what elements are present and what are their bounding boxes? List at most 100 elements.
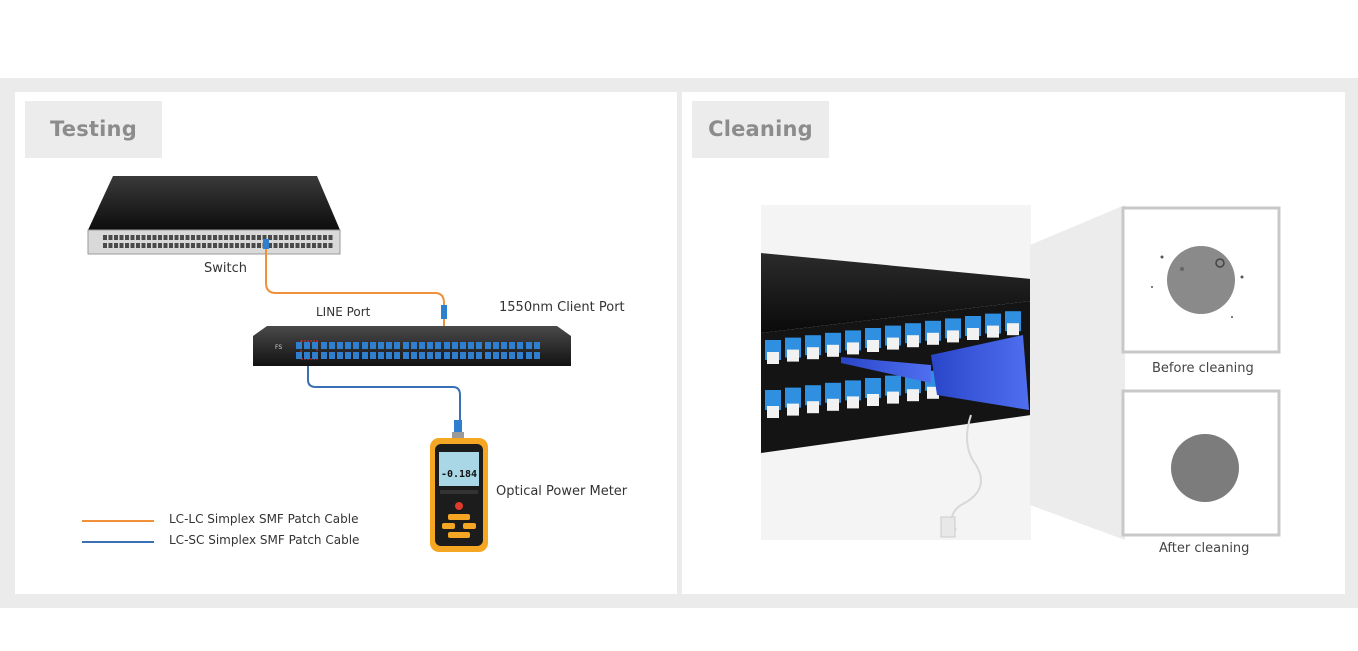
switch-port xyxy=(185,235,190,240)
switch-port xyxy=(328,243,333,248)
testing-title: Testing xyxy=(25,101,162,158)
switch-port xyxy=(174,243,179,248)
adapter-port xyxy=(785,387,801,408)
mux-port xyxy=(402,352,409,359)
switch-port xyxy=(114,235,118,240)
mux-port xyxy=(509,352,516,359)
switch-port xyxy=(246,235,250,240)
dust-cap xyxy=(787,403,799,416)
mux-port xyxy=(451,342,458,349)
switch-port xyxy=(196,243,201,248)
mux-port xyxy=(345,342,352,349)
switch-port xyxy=(229,243,234,248)
mux-port xyxy=(320,342,327,349)
patch-panel-cleaning-illustration xyxy=(761,205,1031,540)
switch-port xyxy=(317,235,322,240)
dust-cap xyxy=(867,340,879,352)
dust-cap xyxy=(807,401,819,414)
mux-port-row xyxy=(296,342,541,362)
switch-port xyxy=(213,235,217,240)
cleaning-title: Cleaning xyxy=(692,101,829,158)
before-cleaning-image xyxy=(1121,206,1281,354)
switch-port xyxy=(301,235,305,240)
switch-port xyxy=(130,235,135,240)
mux-port xyxy=(337,342,343,349)
mux-port xyxy=(492,342,499,349)
switch-port xyxy=(323,235,327,240)
mux-port xyxy=(296,352,302,359)
switch-port xyxy=(240,243,245,248)
mux-port xyxy=(460,342,466,349)
switch-port xyxy=(301,243,305,248)
dust-cap xyxy=(907,335,919,348)
switch-port xyxy=(328,235,333,240)
mux-port xyxy=(419,342,425,349)
switch-port xyxy=(312,243,316,248)
switch-port xyxy=(196,235,201,240)
switch-port xyxy=(213,243,217,248)
switch-port xyxy=(108,235,113,240)
mux-port xyxy=(304,352,311,359)
switch-port xyxy=(317,243,322,248)
switch-port xyxy=(306,235,311,240)
switch-port xyxy=(295,235,300,240)
mux-port xyxy=(451,352,458,359)
switch-port xyxy=(273,235,278,240)
switch-port xyxy=(257,243,261,248)
dust-cap xyxy=(827,398,839,411)
legend-line-blue xyxy=(82,541,154,543)
switch-port xyxy=(180,235,184,240)
mux-port xyxy=(509,342,516,349)
switch-port xyxy=(158,243,162,248)
switch-port xyxy=(125,243,129,248)
line-port-label: LINE Port xyxy=(316,305,371,319)
mux-port xyxy=(427,352,434,359)
mux-port xyxy=(328,352,335,359)
switch-port xyxy=(323,243,327,248)
mux-port xyxy=(345,352,352,359)
mux-port xyxy=(460,352,466,359)
mux-port xyxy=(468,342,475,349)
after-cleaning-image xyxy=(1121,389,1281,537)
client-port-label: 1550nm Client Port xyxy=(499,300,625,315)
switch-port xyxy=(125,235,129,240)
switch-port xyxy=(218,243,223,248)
switch-port xyxy=(163,235,168,240)
mux-port xyxy=(353,342,360,349)
mux-port xyxy=(525,352,532,359)
legend-label-lc-sc: LC-SC Simplex SMF Patch Cable xyxy=(169,533,360,547)
dust-cap xyxy=(787,349,799,362)
switch-port xyxy=(114,243,118,248)
mux-port xyxy=(435,342,442,349)
dust-cap xyxy=(887,391,899,404)
mux-port xyxy=(443,342,450,349)
mux-port xyxy=(476,342,483,349)
switch-port xyxy=(108,243,113,248)
dust-cap xyxy=(767,406,779,418)
switch-port xyxy=(169,243,173,248)
switch-port xyxy=(284,243,289,248)
mux-port xyxy=(435,352,442,359)
adapter-port xyxy=(845,380,861,401)
switch-port xyxy=(136,243,140,248)
before-cleaning-caption: Before cleaning xyxy=(1152,361,1254,376)
switch-port xyxy=(262,235,267,240)
switch-port xyxy=(169,235,173,240)
switch-port xyxy=(147,243,151,248)
adapter-port xyxy=(765,390,781,410)
switch-port xyxy=(180,243,184,248)
switch-port xyxy=(290,235,294,240)
mux-port xyxy=(296,342,302,349)
switch-port xyxy=(163,243,168,248)
dust-cap xyxy=(847,396,859,409)
switch-port xyxy=(141,235,146,240)
switch-icon xyxy=(87,176,341,255)
switch-port xyxy=(290,243,294,248)
dust-cap xyxy=(1007,323,1019,336)
svg-text:FS: FS xyxy=(275,344,282,351)
switch-port xyxy=(119,243,124,248)
switch-port xyxy=(257,235,261,240)
switch-port xyxy=(152,235,157,240)
after-cleaning-caption: After cleaning xyxy=(1159,541,1250,556)
mux-port xyxy=(402,342,409,349)
